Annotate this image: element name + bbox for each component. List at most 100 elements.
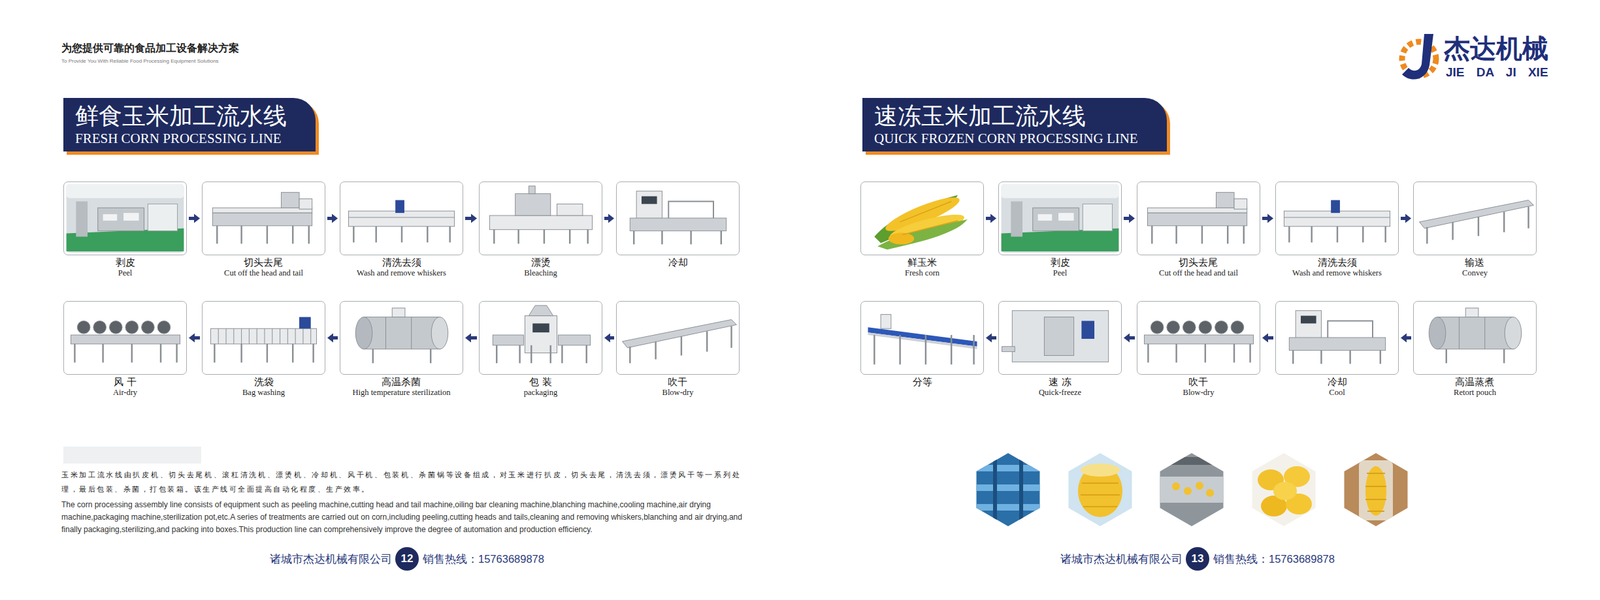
step-caption: 清洗去须Wash and remove whiskers: [356, 256, 447, 279]
drawing-part: [900, 201, 958, 235]
drawing-part: [266, 226, 268, 245]
step-name: 剥皮: [115, 256, 136, 269]
drawing-part: [557, 203, 583, 216]
drawing-part: [492, 335, 524, 346]
tagline: 为您提供可靠的食品加工设备解决方案: [61, 41, 240, 56]
machine-illustration: [1413, 182, 1536, 255]
photo-bagged-corn: [1339, 450, 1412, 530]
drawing-part: [1349, 350, 1351, 365]
drawing-part: [524, 316, 557, 354]
step-name: 高温蒸煮: [1453, 376, 1497, 389]
drawing-part: [1038, 214, 1053, 221]
drawing-part: [518, 345, 521, 364]
step-name-english: Cut off the head and tail: [1159, 268, 1239, 279]
sales-hotline: 销售热线：15763689878: [1213, 552, 1335, 566]
arrow-head: [188, 333, 195, 343]
drawing-part: [312, 344, 314, 363]
drawing-part: [877, 219, 968, 250]
flow-arrow: [188, 333, 200, 343]
process-box: 输送Convey: [1413, 181, 1537, 256]
step-name-english: Cut off the head and tail: [224, 268, 304, 279]
drawing-part: [1234, 199, 1248, 210]
step-name: 剥皮: [1050, 256, 1071, 269]
arrow-shaft: [1128, 336, 1135, 340]
brand-pinyin: JIE DA JI XIE: [1445, 65, 1549, 80]
drawing-part: [213, 344, 215, 363]
arrow-shaft: [194, 336, 200, 340]
arrow-shaft: [465, 216, 472, 221]
step-name: 切头去尾: [1159, 256, 1239, 269]
description-zh: 玉米加工流水线由扒皮机、切头去尾机、滚杠清洗机、漂烫机、冷却机、风干机、包装机、…: [61, 467, 741, 497]
drawing-part: [212, 207, 312, 213]
drawing-part: [1339, 450, 1412, 530]
drawing-part: [973, 450, 1046, 530]
drawing-part: [1503, 211, 1505, 232]
step-caption: 高温蒸煮Retort pouch: [1453, 376, 1497, 398]
process-box: 鲜玉米Fresh corn: [860, 181, 984, 256]
step-caption: 高温杀菌High temperature sterilization: [352, 376, 451, 398]
step-name: 高温杀菌: [352, 376, 451, 389]
step-caption: 鲜玉米Fresh corn: [904, 256, 940, 279]
flow-arrow: [327, 214, 338, 224]
step-name: 速 冻: [1038, 376, 1082, 389]
title-banner: 速冻玉米加工流水线QUICK FROZEN CORN PROCESSING LI…: [862, 97, 1167, 152]
arrow-head: [194, 214, 200, 224]
machine-illustration: [1137, 301, 1260, 375]
step-name-english: packaging: [523, 388, 558, 398]
company-name: 诸城市杰达机械有限公司: [269, 552, 392, 566]
photo-corn-pieces: [1247, 450, 1320, 530]
photo-corn-segment: [1064, 450, 1137, 530]
drawing-part: [1147, 212, 1247, 227]
banner-title: 速冻玉米加工流水线: [874, 101, 1139, 131]
process-box: 洗袋Bag washing: [201, 301, 326, 376]
brand-name: 杰达机械: [1443, 32, 1549, 65]
drawing-part: [586, 345, 588, 364]
drawing-part: [689, 231, 692, 245]
flow-arrow: [1400, 333, 1412, 343]
drawing-part: [1206, 489, 1214, 498]
process-box: 切头去尾Cut off the head and tail: [1136, 181, 1261, 256]
drawing-part: [1426, 227, 1428, 245]
arrow-head: [1267, 214, 1274, 224]
machine-illustration: [1413, 301, 1536, 375]
drawing-part: [636, 191, 662, 221]
step-name: 清洗去须: [1292, 256, 1382, 269]
drawing-part: [1044, 317, 1074, 357]
step-name-english: Blow-dry: [662, 388, 694, 398]
step-name-english: Peel: [1050, 268, 1071, 279]
drawing-part: [299, 199, 313, 210]
step-name-english: Peel: [115, 268, 136, 279]
drawing-part: [569, 229, 571, 245]
drawing-part: [93, 320, 107, 334]
banner-subtitle: FRESH CORN PROCESSING LINE: [75, 130, 287, 147]
drawing-part: [401, 226, 403, 244]
arrow-head: [465, 333, 472, 343]
page-number-badge: 12: [395, 547, 419, 572]
drawing-part: [352, 226, 355, 244]
drawing-part: [1156, 457, 1229, 466]
step-caption: 风 干Air-dry: [113, 376, 138, 398]
drawing-part: [1445, 349, 1448, 364]
drawing-part: [1358, 460, 1393, 521]
arrow-head: [1400, 333, 1407, 343]
drawing-part: [720, 231, 722, 245]
drawing-part: [1081, 320, 1095, 340]
drawing-part: [528, 186, 536, 195]
drawing-part: [1001, 184, 1120, 199]
drawing-part: [1226, 226, 1229, 245]
drawing-part: [530, 345, 532, 364]
drawing-part: [131, 344, 133, 363]
drawing-part: [680, 336, 683, 356]
drawing-part: [633, 231, 635, 245]
step-name-english: Fresh corn: [904, 268, 940, 279]
step-caption: 剥皮Peel: [115, 256, 136, 279]
sales-hotline: 销售热线：15763689878: [422, 552, 545, 566]
drawing-part: [363, 317, 440, 350]
drawing-part: [1182, 320, 1196, 334]
drawing-part: [1365, 466, 1387, 517]
machine-illustration: [1137, 182, 1260, 255]
flow-arrow: [327, 333, 338, 343]
drawing-part: [1384, 226, 1386, 244]
drawing-part: [873, 335, 875, 365]
